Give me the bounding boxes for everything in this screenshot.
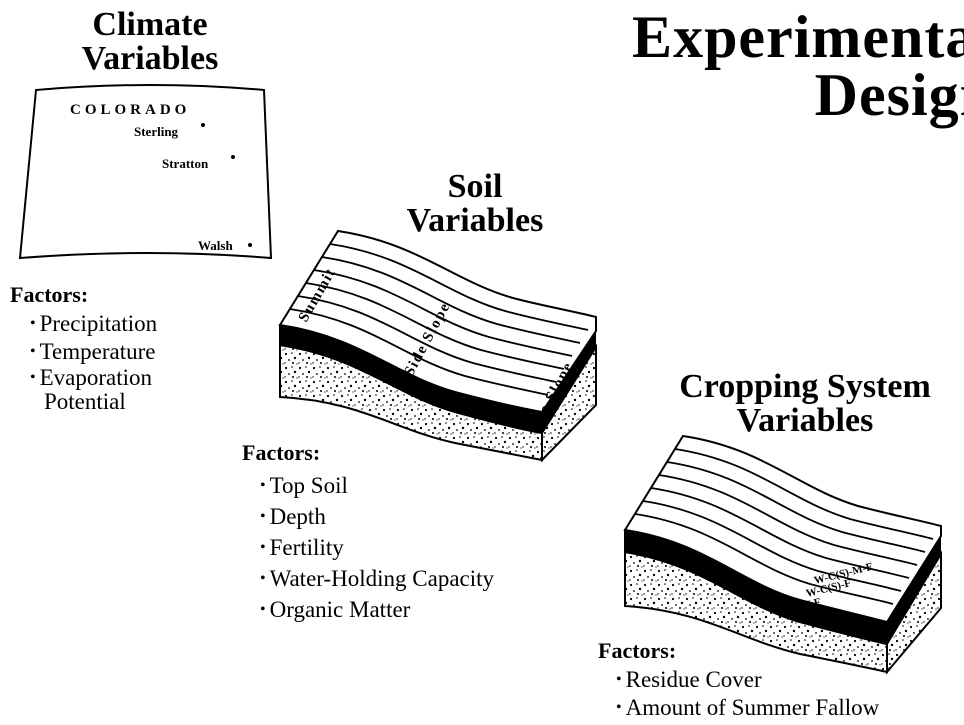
title-line-1: Experimental bbox=[632, 4, 964, 70]
climate-heading-line-2: Variables bbox=[81, 40, 219, 77]
soil-factor-item: Top Soil bbox=[258, 470, 572, 501]
map-city-walsh: Walsh bbox=[198, 238, 233, 253]
soil-factors-label: Factors: bbox=[242, 440, 321, 465]
page-title: Experimental Design bbox=[632, 4, 964, 128]
cropping-heading-line-1: Cropping System bbox=[679, 368, 931, 405]
soil-block-diagram: Summit Side Slope Toe Slope bbox=[278, 229, 597, 463]
cropping-block-diagram: W-C(S)-M-F W-C(S)-F W-F bbox=[623, 434, 942, 675]
soil-heading: Soil Variables bbox=[375, 170, 575, 238]
cropping-heading: Cropping System Variables bbox=[655, 370, 955, 438]
climate-factors-label: Factors: bbox=[10, 282, 89, 307]
climate-factor-item: Evaporation Potential bbox=[28, 366, 204, 414]
cropping-factor-item: Residue Cover bbox=[614, 666, 958, 694]
climate-heading: Climate Variables bbox=[50, 8, 250, 76]
soil-factor-item: Water-Holding Capacity bbox=[258, 563, 572, 594]
system-label-3: W-F bbox=[799, 596, 823, 613]
soil-factor-item: Fertility bbox=[258, 532, 572, 563]
climate-factors: Factors: Precipitation Temperature Evapo… bbox=[10, 282, 220, 414]
climate-factor-item: Temperature bbox=[28, 338, 220, 366]
map-dot-sterling bbox=[201, 123, 205, 127]
map-city-sterling: Sterling bbox=[134, 124, 179, 139]
soil-factors: Factors: Top Soil Depth Fertility Water-… bbox=[242, 440, 572, 625]
map-dot-stratton bbox=[231, 155, 235, 159]
map-dot-walsh bbox=[248, 243, 252, 247]
map-city-stratton: Stratton bbox=[162, 156, 209, 171]
soil-factor-item: Organic Matter bbox=[258, 594, 572, 625]
colorado-map: COLORADO Sterling Stratton Walsh bbox=[18, 84, 273, 260]
cropping-heading-line-2: Variables bbox=[736, 402, 874, 439]
climate-factor-item: Precipitation bbox=[28, 310, 220, 338]
cropping-factor-item: Amount of Summer Fallow bbox=[614, 694, 958, 722]
cropping-factors-label: Factors: bbox=[598, 638, 677, 663]
soil-factor-item: Depth bbox=[258, 501, 572, 532]
climate-heading-line-1: Climate bbox=[92, 6, 208, 43]
soil-heading-line-1: Soil bbox=[447, 168, 503, 205]
soil-heading-line-2: Variables bbox=[406, 202, 544, 239]
map-state-label: COLORADO bbox=[70, 102, 190, 118]
title-line-2: Design bbox=[814, 62, 964, 128]
cropping-factors: Factors: Residue Cover Amount of Summer … bbox=[598, 638, 958, 722]
